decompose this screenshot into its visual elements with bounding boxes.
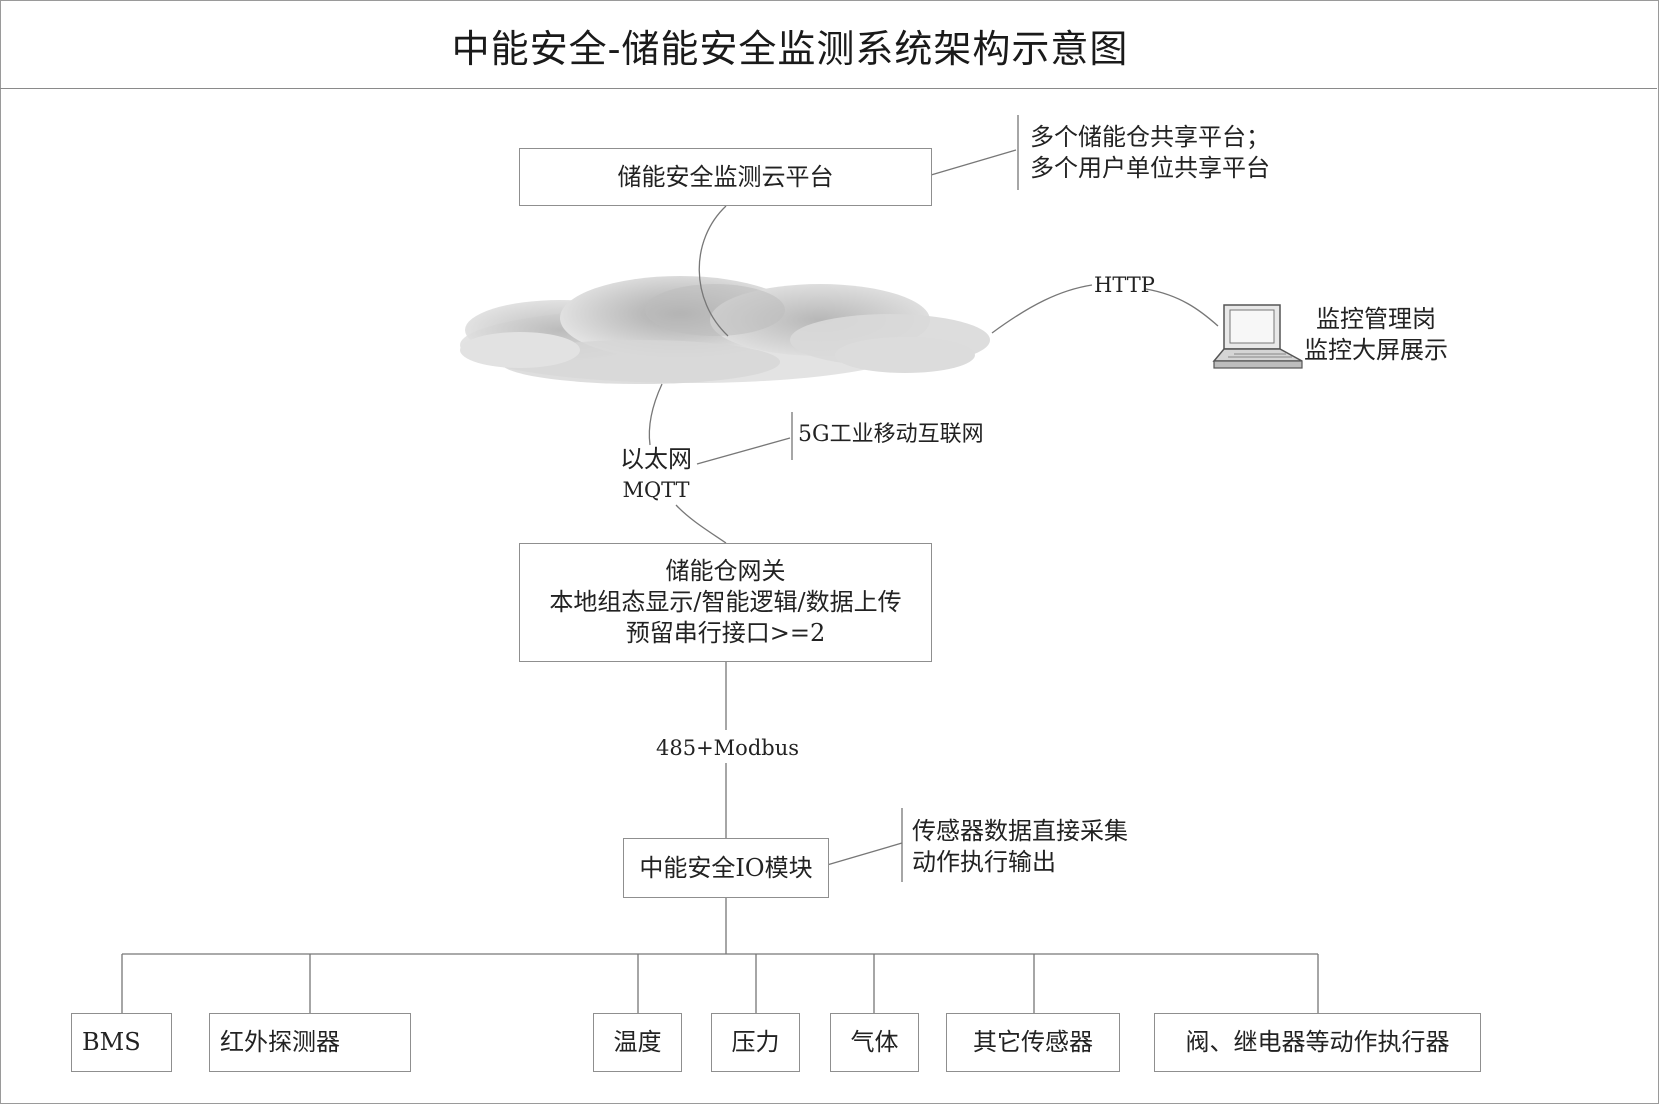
device-box-bms: BMS [71,1013,172,1072]
device-box-temperature: 温度 [593,1013,682,1072]
device-label: 其它传感器 [973,1028,1093,1056]
device-label: 压力 [731,1028,780,1056]
uplink-protocol-label: 以太网 MQTT [615,444,697,506]
http-protocol-label: HTTP [1094,273,1155,297]
fieldbus-protocol-label: 485+Modbus [656,736,800,760]
cloud-icon [460,276,990,384]
gateway-line: 储能仓网关 [665,557,786,585]
uplink-protocol-line: MQTT [622,478,690,502]
device-box-pressure: 压力 [711,1013,800,1072]
title-bar: 中能安全-储能安全监测系统架构示意图 [0,0,1657,89]
device-box-actuators: 阀、继电器等动作执行器 [1154,1013,1481,1072]
cloud-platform-box: 储能安全监测云平台 [519,148,932,206]
device-label: BMS [82,1028,141,1056]
device-box-infrared-detector: 红外探测器 [209,1013,411,1072]
device-label: 温度 [613,1028,662,1056]
device-label: 气体 [850,1028,899,1056]
laptop-icon [1212,304,1303,369]
io-module-note-line: 动作执行输出 [912,848,1056,876]
device-label: 阀、继电器等动作执行器 [1185,1028,1450,1056]
monitoring-terminal-label: 监控管理岗 监控大屏展示 [1304,304,1448,366]
terminal-label-line: 监控大屏展示 [1304,336,1448,364]
gateway-box: 储能仓网关 本地组态显示/智能逻辑/数据上传 预留串行接口>=2 [519,543,932,662]
gateway-line: 预留串行接口>=2 [625,619,826,647]
gateway-line: 本地组态显示/智能逻辑/数据上传 [549,588,902,616]
io-module-note-line: 传感器数据直接采集 [912,817,1128,845]
5g-network-note: 5G工业移动互联网 [798,422,984,447]
cloud-platform-label: 储能安全监测云平台 [617,162,834,191]
cloud-platform-note-line: 多个用户单位共享平台 [1030,154,1270,182]
device-box-other-sensors: 其它传感器 [946,1013,1120,1072]
uplink-protocol-line: 以太网 [620,445,692,473]
device-box-gas: 气体 [830,1013,919,1072]
cloud-platform-note-line: 多个储能仓共享平台； [1030,123,1270,151]
io-module-note: 传感器数据直接采集 动作执行输出 [912,816,1128,878]
io-module-label: 中能安全IO模块 [639,853,813,882]
diagram-title: 中能安全-储能安全监测系统架构示意图 [451,27,1129,71]
io-module-box: 中能安全IO模块 [623,838,829,898]
terminal-label-line: 监控管理岗 [1316,305,1436,333]
device-label: 红外探测器 [220,1028,340,1056]
cloud-platform-note: 多个储能仓共享平台； 多个用户单位共享平台 [1030,122,1270,184]
